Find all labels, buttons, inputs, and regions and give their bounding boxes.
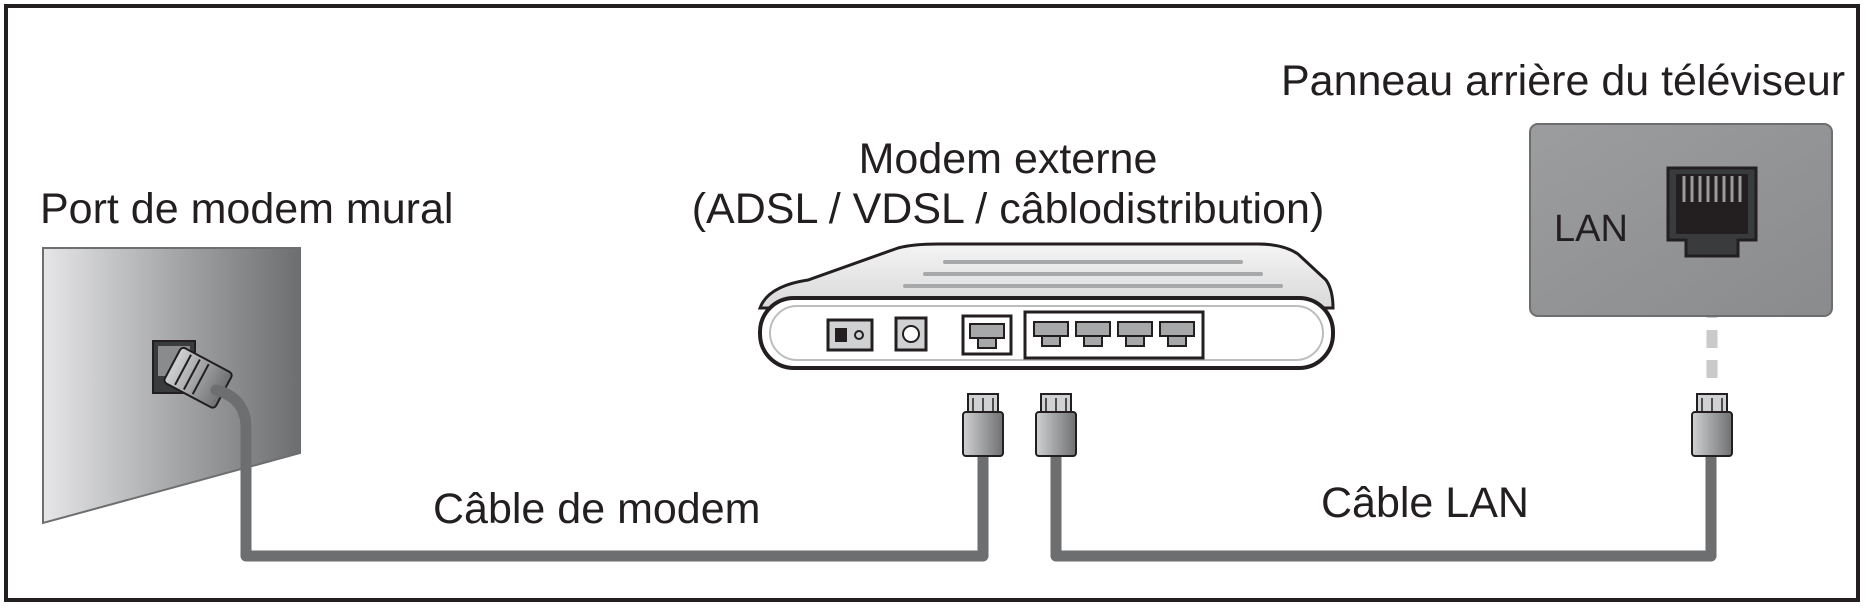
tv-panel-label: Panneau arrière du téléviseur — [1281, 57, 1846, 105]
power-jack-icon — [894, 316, 928, 352]
tv-panel-illustration — [1529, 123, 1833, 317]
modem-cable-plug-icon — [962, 393, 1004, 457]
lan-cable-label: Câble LAN — [1321, 479, 1529, 527]
modem-label-line2: (ADSL / VDSL / câblodistribution) — [691, 185, 1325, 233]
modem-cable-label: Câble de modem — [433, 485, 761, 533]
modem-label-line1: Modem externe — [858, 135, 1158, 183]
diagram-frame: Port de modem mural Modem externe (ADSL … — [4, 4, 1860, 602]
diagram-art — [42, 123, 1833, 562]
wall-port-label: Port de modem mural — [40, 185, 454, 233]
modem-line-port-icon — [961, 314, 1013, 356]
lan-cable-line — [1050, 452, 1717, 562]
tv-lan-port-label: LAN — [1554, 208, 1628, 250]
lan-cable-plug-modem-icon — [1035, 393, 1077, 457]
modem-illustration — [757, 242, 1335, 370]
wall-port-illustration — [42, 247, 301, 525]
tv-lan-port-icon — [1666, 166, 1758, 258]
modem-lan-ports-icon — [1023, 310, 1205, 360]
power-switch-icon — [826, 318, 874, 352]
modem-cable-line — [210, 384, 989, 562]
lan-cable-plug-tv-icon — [1691, 393, 1733, 457]
